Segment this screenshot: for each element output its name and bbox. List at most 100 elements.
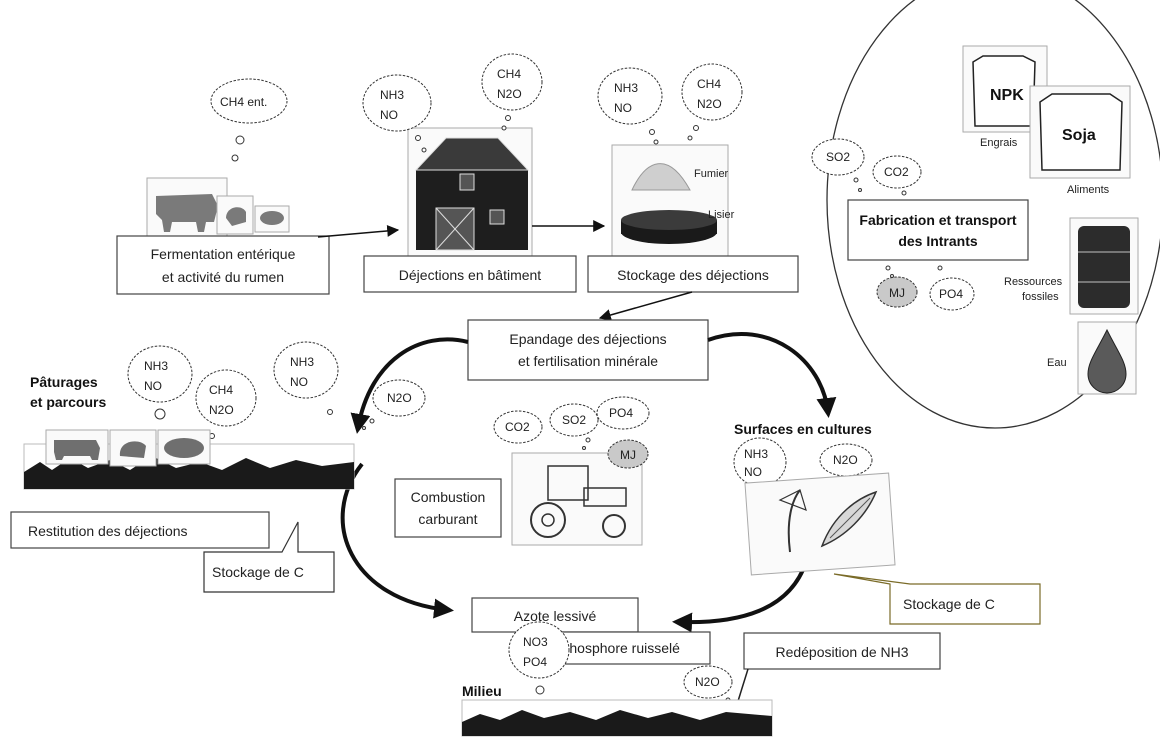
phosphore-label: Phosphore ruisselé <box>560 640 680 656</box>
fermentation-label-1: Fermentation entérique <box>151 246 296 262</box>
gas-nh3-pasture-2: NH3 <box>290 355 314 369</box>
gas-so2-intrants: SO2 <box>826 150 850 164</box>
aliments-label: Aliments <box>1067 184 1110 196</box>
barn-picture <box>407 127 533 257</box>
cloud-n2o-milieu <box>683 665 733 699</box>
cloud-ch4-n2o-pasture <box>195 369 257 427</box>
gas-n2o-crops: N2O <box>833 453 858 467</box>
combustion-label-1: Combustion <box>411 489 486 505</box>
arrow-epandage-to-crops <box>707 332 837 418</box>
paturages-label-1: Pâturages <box>30 374 98 390</box>
gas-no-barn: NO <box>380 108 398 122</box>
cloud-nh3-no-pasture <box>127 345 193 403</box>
gas-ch4-pasture: CH4 <box>209 383 233 397</box>
npk-label: NPK <box>990 87 1024 104</box>
epandage-label-1: Epandage des déjections <box>509 331 666 347</box>
azote-label: Azote lessivé <box>514 608 597 624</box>
epandage-label-2: et fertilisation minérale <box>518 353 658 369</box>
cloud-ch4-ent <box>210 78 288 124</box>
arrow-epandage-to-pasture <box>350 337 469 434</box>
gas-po4-tractor: PO4 <box>609 406 633 420</box>
gas-ch4-barn: CH4 <box>497 67 521 81</box>
restitution-box <box>10 511 270 549</box>
cloud-so2-tractor <box>549 403 599 437</box>
fumier-label: Fumier <box>694 168 729 180</box>
fermentation-label-2: et activité du rumen <box>162 269 284 285</box>
gas-n2o-plain-pasture: N2O <box>209 403 234 417</box>
cloud-so2-intrants <box>811 138 865 176</box>
gas-po4-milieu: PO4 <box>523 655 547 669</box>
gas-n2o-milieu: N2O <box>695 675 720 689</box>
ressources-label-2: fossiles <box>1022 291 1059 303</box>
cloud-ch4-n2o-storage <box>681 63 743 121</box>
water-drop-icon <box>1077 321 1137 395</box>
milieu-ground <box>461 699 773 737</box>
dejections-batiment-box <box>363 255 577 293</box>
lisier-label: Lisier <box>708 209 735 221</box>
barrel-icon <box>1069 217 1139 315</box>
arrow-crops-to-milieu <box>672 561 808 633</box>
gas-nh3-storage: NH3 <box>614 81 638 95</box>
stockage-dejections-box <box>587 255 799 293</box>
eau-label: Eau <box>1047 357 1067 369</box>
cloud-ch4-n2o-barn <box>481 53 543 111</box>
stockage-c-right-bubble <box>833 573 1041 625</box>
cloud-nh3-no-crops <box>733 437 787 487</box>
gas-no-storage: NO <box>614 101 632 115</box>
stockage-c-left-bubble <box>203 521 335 593</box>
gas-so2-tractor: SO2 <box>562 413 586 427</box>
stockage-c-left-label: Stockage de C <box>212 564 304 580</box>
fabrication-box <box>847 199 1029 261</box>
gas-n2o-barn: N2O <box>497 87 522 101</box>
cloud-n2o-pasture-3 <box>372 379 426 417</box>
gas-ch4-storage: CH4 <box>697 77 721 91</box>
redeposition-box <box>743 632 941 670</box>
combustion-label-2: carburant <box>418 511 477 527</box>
crops-picture <box>744 472 896 576</box>
gas-mj-intrants: MJ <box>889 286 905 300</box>
redeposition-label: Redéposition de NH3 <box>775 644 908 660</box>
cloud-mj-intrants <box>876 276 918 308</box>
gas-co2-intrants: CO2 <box>884 165 909 179</box>
gas-nh3-pasture: NH3 <box>144 359 168 373</box>
gas-no-crops: NO <box>744 465 762 479</box>
gas-no3-milieu: NO3 <box>523 635 548 649</box>
cloud-co2-intrants <box>872 155 922 189</box>
cloud-nh3-no-barn <box>362 74 432 132</box>
soja-bag <box>1029 85 1131 179</box>
livestock-picture <box>146 177 290 237</box>
epandage-box <box>467 319 709 381</box>
gas-n2o-storage: N2O <box>697 97 722 111</box>
gas-n2o-pasture-3: N2O <box>387 391 412 405</box>
cloud-po4-intrants <box>929 277 975 311</box>
gas-co2-tractor: CO2 <box>505 420 530 434</box>
pasture-picture <box>23 429 355 490</box>
manure-storage-picture <box>611 144 729 260</box>
milieu-label: Milieu <box>462 683 502 699</box>
gas-po4-intrants: PO4 <box>939 287 963 301</box>
restitution-label: Restitution des déjections <box>28 523 188 539</box>
gas-mj-tractor: MJ <box>620 448 636 462</box>
fermentation-box <box>116 235 330 295</box>
gas-nh3-barn: NH3 <box>380 88 404 102</box>
cloud-co2-tractor <box>493 410 543 444</box>
gas-ch4-ent: CH4 ent. <box>220 95 267 109</box>
ressources-label-1: Ressources <box>1004 276 1063 288</box>
gas-no-pasture: NO <box>144 379 162 393</box>
inputs-ellipse <box>826 0 1160 429</box>
stockage-c-right-label: Stockage de C <box>903 596 995 612</box>
cloud-po4-tractor <box>596 396 650 430</box>
stockage-dejections-label: Stockage des déjections <box>617 267 769 283</box>
fabrication-label-2: des Intrants <box>898 233 978 249</box>
arrow-to-barn <box>317 224 400 238</box>
soja-label: Soja <box>1062 127 1096 144</box>
cloud-mj-tractor <box>607 439 649 469</box>
engrais-label: Engrais <box>980 137 1018 149</box>
cloud-nh3-no-pasture-2 <box>273 341 339 399</box>
gas-no-pasture-2: NO <box>290 375 308 389</box>
gas-nh3-crops: NH3 <box>744 447 768 461</box>
cloud-nh3-no-storage <box>597 67 663 125</box>
paturages-label-2: et parcours <box>30 394 106 410</box>
combustion-box <box>394 478 502 538</box>
